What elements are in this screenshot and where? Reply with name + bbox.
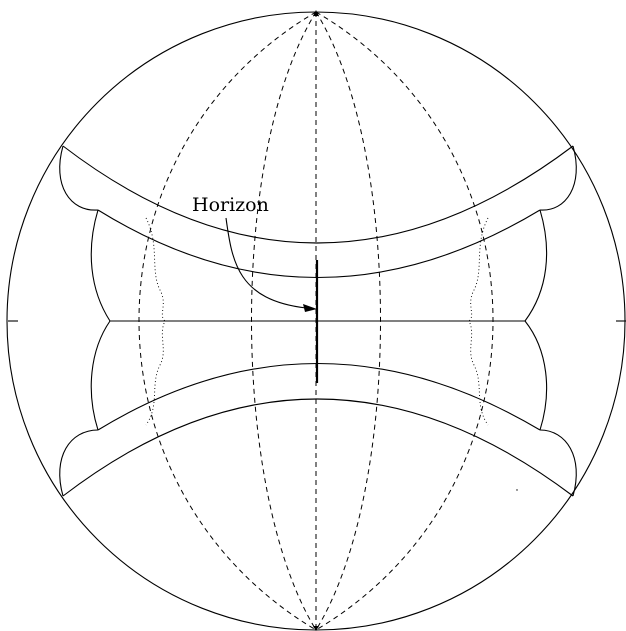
meridian-outer-left xyxy=(138,11,317,631)
upper-left-cap xyxy=(59,145,99,211)
lower-right-cap xyxy=(539,429,577,497)
meridian-outer-right xyxy=(315,11,494,631)
lower-left-cap xyxy=(59,429,99,497)
lower-band-outer-arc xyxy=(62,398,574,497)
upper-right-cap xyxy=(539,145,577,211)
left-upper-bulge xyxy=(90,209,111,322)
horizon-arrow-shaft xyxy=(225,217,307,309)
right-upper-bulge xyxy=(524,209,548,322)
right-dotted-curve xyxy=(468,217,489,426)
upper-band-inner-arc xyxy=(97,209,541,278)
upper-band-outer-arc xyxy=(62,145,574,244)
left-lower-bulge xyxy=(90,320,111,431)
left-dotted-curve xyxy=(145,217,166,426)
stray-dot xyxy=(516,489,518,491)
lower-band-inner-arc xyxy=(97,363,541,431)
meridian-inner-right xyxy=(315,11,381,631)
horizon-label: Horizon xyxy=(192,194,269,216)
north-pole-marker xyxy=(313,10,319,16)
south-pole-marker xyxy=(313,626,319,631)
horizon-arrow-head xyxy=(303,304,317,312)
meridian-inner-left xyxy=(251,11,317,631)
right-lower-bulge xyxy=(524,320,548,431)
